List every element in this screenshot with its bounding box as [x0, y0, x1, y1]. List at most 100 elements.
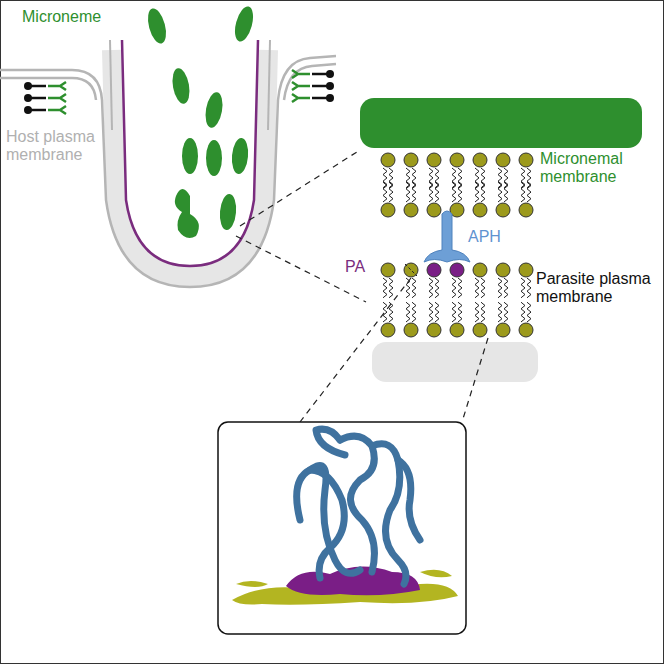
- host-receptor: [24, 82, 32, 90]
- lipid-tail: [498, 182, 502, 202]
- lipid-headgroup: [381, 323, 395, 337]
- lipid-headgroup: [519, 203, 533, 217]
- lipid-tail: [521, 302, 525, 322]
- parasite-membrane: [122, 40, 258, 266]
- lipid-tail: [481, 278, 485, 298]
- lipid-headgroup: [473, 203, 487, 217]
- receptor-pair: [24, 94, 66, 102]
- aph-ribbon: [310, 470, 344, 578]
- lipid-headgroup: [496, 323, 510, 337]
- lipid-tail: [452, 278, 456, 298]
- host-receptor: [326, 70, 334, 78]
- receptors: [24, 70, 334, 114]
- host-receptor: [326, 82, 334, 90]
- lipid-tail: [504, 182, 508, 202]
- junction-membrane: [268, 40, 270, 130]
- lipid-tail: [504, 302, 508, 322]
- lipid-headgroup: [473, 323, 487, 337]
- lipid-tail: [383, 278, 387, 298]
- parasite-adhesin: [48, 94, 66, 102]
- lipid-tail: [429, 278, 433, 298]
- aph-ribbon: [316, 429, 345, 455]
- parasite-membrane-label: Parasite plasma membrane: [536, 270, 660, 307]
- lipid-tail: [389, 182, 393, 202]
- lipid-tail: [412, 302, 416, 322]
- micronemal-membrane-band: [360, 98, 642, 148]
- lipid-tail: [389, 278, 393, 298]
- lipid-tail: [504, 278, 508, 298]
- lipid-tail: [435, 302, 439, 322]
- lipid-headgroup: [519, 323, 533, 337]
- parasite-adhesin: [48, 106, 66, 114]
- parasite-adhesin: [48, 82, 66, 90]
- host-receptor: [24, 106, 32, 114]
- lipid-tail: [458, 278, 462, 298]
- lipid-tail: [429, 302, 433, 322]
- lipid-tail: [406, 278, 410, 298]
- lipid-headgroup: [404, 153, 418, 167]
- lipid-tail: [435, 278, 439, 298]
- parasite-adhesin: [292, 82, 310, 90]
- microneme: [206, 140, 222, 176]
- receptor-pair: [292, 70, 334, 78]
- lipid-headgroup: [381, 263, 395, 277]
- cytoplasm-band: [112, 50, 268, 276]
- lipid-headgroup: [473, 153, 487, 167]
- lipid-tail: [429, 182, 433, 202]
- microneme: [170, 67, 192, 105]
- receptor-pair: [24, 106, 66, 114]
- pa-label: PA: [345, 258, 385, 276]
- junction-membrane: [110, 40, 112, 130]
- structure-inset: [218, 422, 466, 634]
- lipid-headgroup: [404, 263, 418, 277]
- lipid-tail: [481, 182, 485, 202]
- lipid-tail: [475, 302, 479, 322]
- aph-protein: [424, 211, 470, 262]
- host-receptor: [326, 94, 334, 102]
- lipid-bilayers: [381, 153, 533, 337]
- micronemal-membrane-label: Micronemal membrane: [540, 150, 644, 187]
- lipid-tail: [406, 302, 410, 322]
- lipid-tail: [383, 182, 387, 202]
- lipid-tail: [452, 182, 456, 202]
- lipid-headgroup: [496, 153, 510, 167]
- lipid-tail: [458, 302, 462, 322]
- host-membrane-label: Host plasma membrane: [6, 128, 106, 165]
- pa-headgroup: [427, 263, 441, 277]
- microneme: [232, 5, 257, 44]
- microneme: [145, 7, 170, 46]
- host-membrane: [0, 56, 336, 287]
- parasite-cytoplasm: [372, 342, 538, 382]
- lipid-tail: [383, 302, 387, 322]
- lipid-tail: [435, 182, 439, 202]
- zoom-leader: [462, 338, 488, 422]
- microneme: [182, 138, 198, 174]
- lipid-headgroup: [404, 203, 418, 217]
- lipid-tail: [481, 302, 485, 322]
- lipid-tail: [452, 302, 456, 322]
- receptor-pair: [292, 94, 334, 102]
- lipid-tail: [412, 278, 416, 298]
- host-membrane: [0, 78, 96, 100]
- lipid-headgroup: [519, 263, 533, 277]
- lipid-tail: [521, 182, 525, 202]
- host-receptor: [24, 94, 32, 102]
- receptor-pair: [292, 82, 334, 90]
- lipid-headgroup: [404, 323, 418, 337]
- pa-headgroup: [450, 263, 464, 277]
- microneme: [230, 137, 249, 174]
- lipid-tail: [389, 302, 393, 322]
- microneme: [218, 193, 237, 230]
- lipid-density: [420, 570, 452, 578]
- lipid-tail: [458, 182, 462, 202]
- micronemes: [145, 5, 257, 238]
- aph-ribbon: [297, 429, 420, 584]
- parasite-adhesin: [292, 94, 310, 102]
- lipid-tail: [475, 182, 479, 202]
- lipid-headgroup: [519, 153, 533, 167]
- lipid-headgroup: [427, 203, 441, 217]
- lipid-tail: [527, 182, 531, 202]
